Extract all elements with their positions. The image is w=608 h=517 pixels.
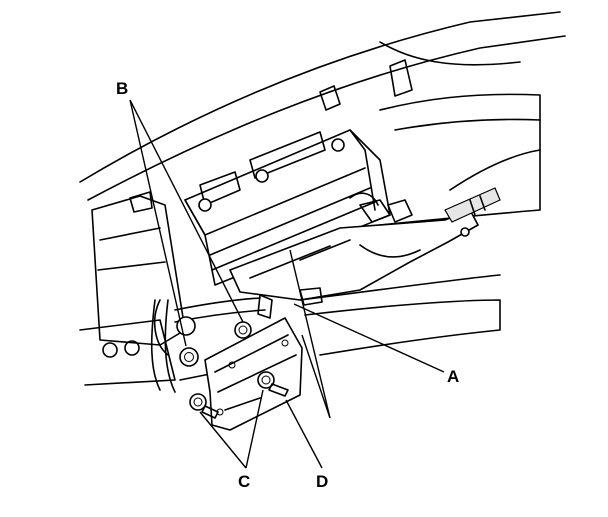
leader-line-d1 <box>285 399 323 469</box>
bolt-c-right <box>257 371 289 397</box>
callout-a: A <box>447 367 460 386</box>
control-module-box <box>184 129 413 286</box>
callout-c: C <box>238 472 251 491</box>
leader-line-b1 <box>129 99 244 323</box>
bracket-plate <box>204 317 303 431</box>
leader-line-d2 <box>301 334 331 419</box>
bolt-b-lower <box>179 347 199 367</box>
callout-b: B <box>116 79 129 98</box>
leader-line-d3 <box>289 249 331 419</box>
leader-line-a <box>293 303 445 373</box>
lower-frame <box>179 274 501 381</box>
callout-d: D <box>316 472 329 491</box>
leader-line-c2 <box>245 389 264 469</box>
bolt-c-left <box>189 393 219 419</box>
body-panel-outline <box>79 11 566 226</box>
left-bulkhead <box>79 191 186 393</box>
leader-line-c1 <box>199 411 247 469</box>
bolt-b-upper <box>234 321 252 339</box>
wire-harness <box>153 187 501 356</box>
leader-line-b2 <box>129 99 187 347</box>
